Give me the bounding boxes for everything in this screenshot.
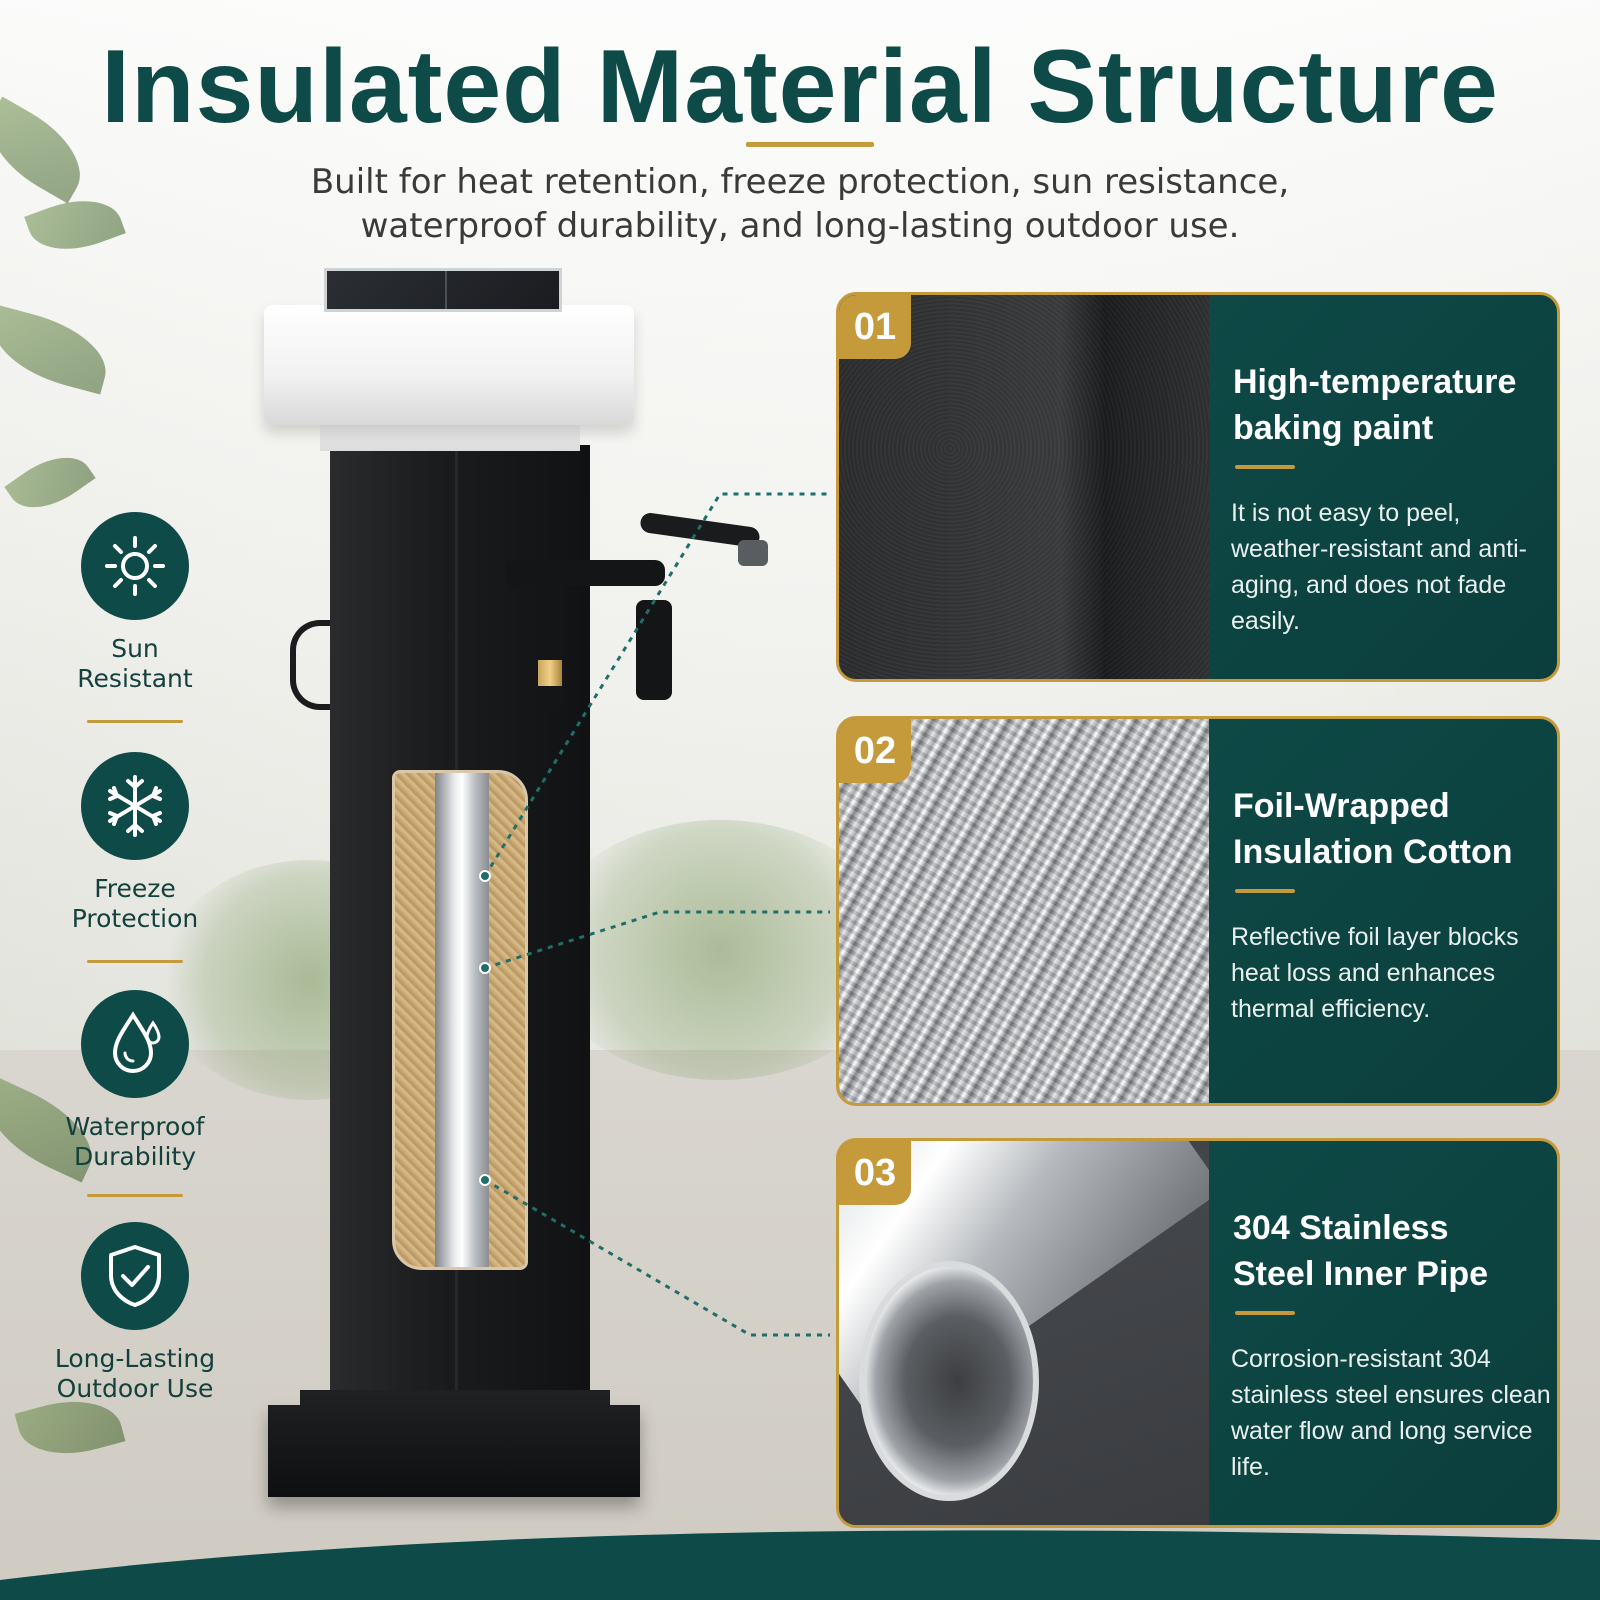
page-subtitle: Built for heat retention, freeze protect… [200, 160, 1400, 248]
feature-label: Waterproof Durability [40, 1112, 230, 1172]
feature-panel-steel-pipe: 03 304 Stainless Steel Inner Pipe Corros… [836, 1138, 1560, 1528]
pipe-end [859, 1261, 1039, 1501]
feature-label-line: Sun [111, 634, 159, 663]
panel-description: Reflective foil layer blocks heat loss a… [1231, 923, 1519, 1023]
feature-long-lasting: Long-Lasting Outdoor Use [40, 1222, 230, 1404]
page-title: Insulated Material Structure [101, 29, 1499, 145]
faucet-spout [636, 600, 672, 700]
panel-description: It is not easy to peel, weather-resistan… [1231, 499, 1527, 635]
panel-divider [1235, 889, 1295, 893]
feature-divider [87, 1194, 183, 1197]
feature-label-line: Durability [74, 1142, 196, 1171]
hose-hook [290, 620, 330, 710]
foil-insulation-photo [839, 719, 1209, 1103]
panel-title: Foil-Wrapped Insulation Cotton [1233, 783, 1553, 875]
feature-label: Long-Lasting Outdoor Use [40, 1344, 230, 1404]
feature-label-line: Freeze [94, 874, 176, 903]
feature-divider [87, 720, 183, 723]
panel-number-badge: 02 [839, 719, 911, 783]
post-light-cap [264, 305, 634, 425]
panel-title: 304 Stainless Steel Inner Pipe [1233, 1205, 1553, 1297]
panel-title-line: baking paint [1233, 409, 1434, 447]
subtitle-line: Built for heat retention, freeze protect… [310, 162, 1290, 202]
panel-title-line: Steel Inner Pipe [1233, 1255, 1489, 1293]
sun-icon [81, 512, 189, 620]
title-divider [746, 142, 874, 147]
panel-title-line: 304 Stainless [1233, 1209, 1449, 1247]
cutaway-inner-pipe [435, 773, 489, 1267]
panel-title-line: Foil-Wrapped [1233, 787, 1450, 825]
feature-freeze-protection: Freeze Protection [40, 752, 230, 934]
panel-number-badge: 01 [839, 295, 911, 359]
callout-dot [479, 870, 491, 882]
callout-dot [479, 962, 491, 974]
faucet-body [505, 560, 665, 586]
panel-divider [1235, 1311, 1295, 1315]
stainless-pipe-photo [839, 1141, 1209, 1525]
feature-label: Freeze Protection [40, 874, 230, 934]
faucet-brass-fitting [538, 660, 562, 686]
feature-panel-paint: 01 High-temperature baking paint It is n… [836, 292, 1560, 682]
feature-waterproof-durability: Waterproof Durability [40, 990, 230, 1172]
feature-label-line: Protection [71, 904, 199, 933]
panel-divider [1235, 465, 1295, 469]
feature-sun-resistant: Sun Resistant [40, 512, 230, 694]
paint-texture-photo [839, 295, 1209, 679]
feature-label-line: Resistant [77, 664, 193, 693]
subtitle-line: waterproof durability, and long-lasting … [360, 206, 1240, 246]
panel-title-line: Insulation Cotton [1233, 833, 1513, 871]
faucet-handle-tip [738, 540, 768, 566]
post-cutaway [392, 770, 528, 1270]
feature-label-line: Waterproof [65, 1112, 205, 1141]
feature-divider [87, 960, 183, 963]
snowflake-icon [81, 752, 189, 860]
feature-panel-foil: 02 Foil-Wrapped Insulation Cotton Reflec… [836, 716, 1560, 1106]
feature-label-line: Outdoor Use [56, 1374, 214, 1403]
callout-dot [479, 1174, 491, 1186]
panel-description: Corrosion-resistant 304 stainless steel … [1231, 1345, 1551, 1481]
panel-number-badge: 03 [839, 1141, 911, 1205]
feature-label: Sun Resistant [40, 634, 230, 694]
water-drop-icon [81, 990, 189, 1098]
bottom-wave [0, 1530, 1600, 1600]
post-base [268, 1405, 640, 1497]
feature-label-line: Long-Lasting [54, 1344, 216, 1373]
faucet-spout [535, 580, 565, 710]
solar-panel [324, 268, 562, 312]
panel-title: High-temperature baking paint [1233, 359, 1553, 451]
panel-title-line: High-temperature [1233, 363, 1517, 401]
shield-check-icon [81, 1222, 189, 1330]
